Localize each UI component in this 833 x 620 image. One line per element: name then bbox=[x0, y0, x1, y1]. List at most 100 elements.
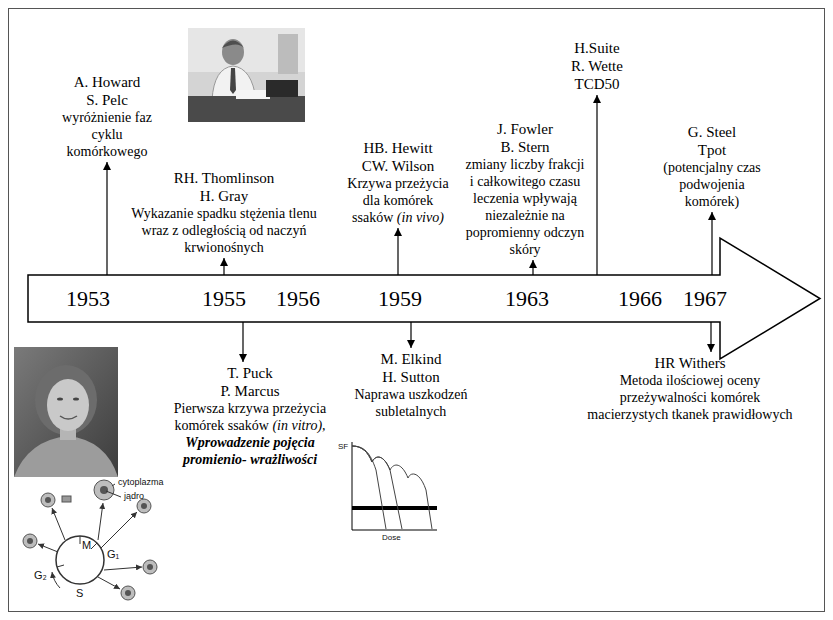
cycle-arrow bbox=[52, 572, 60, 588]
author-name: H. Sutton bbox=[382, 369, 440, 385]
year-label: 1967 bbox=[683, 275, 727, 322]
photo-window bbox=[278, 34, 298, 74]
author-name: HR Withers bbox=[654, 355, 725, 371]
phase-tick bbox=[80, 536, 81, 544]
threshold-line bbox=[352, 506, 437, 510]
photo-ground bbox=[188, 28, 305, 122]
cell-nucleus bbox=[100, 486, 108, 494]
text-line: G. Steel bbox=[657, 123, 768, 141]
text-line: R. Wette bbox=[554, 57, 640, 75]
cell bbox=[137, 499, 151, 513]
key-concept: Wprowadzenie pojęcia promienio- wrażliwo… bbox=[183, 435, 317, 467]
photo-eye bbox=[57, 397, 63, 400]
text-line: Tpot bbox=[657, 141, 768, 159]
photo-typewriter bbox=[266, 80, 298, 97]
event-description: wyróżnienie faz cyklu komórkowego bbox=[62, 110, 152, 159]
cell-nucleus bbox=[27, 538, 33, 544]
author-name: Tpot bbox=[698, 142, 726, 158]
latin-term: (in vivo) bbox=[397, 210, 444, 225]
phase-label: S bbox=[76, 588, 83, 599]
year-label: 1963 bbox=[505, 275, 549, 322]
year-label: 1956 bbox=[276, 275, 320, 322]
cycle-arrow bbox=[38, 544, 58, 552]
text-line: A. Howard bbox=[54, 73, 160, 91]
phase-tick bbox=[91, 543, 97, 549]
timeline-arrow-shape bbox=[28, 238, 820, 360]
survival-curve bbox=[352, 446, 386, 529]
photo-desk bbox=[188, 96, 305, 122]
survival-curve-chart bbox=[352, 442, 437, 530]
event-description: Wykazanie spadku stężenia tlenu wraz z o… bbox=[131, 206, 316, 255]
cycle-arrow bbox=[104, 567, 142, 570]
author-name: R. Wette bbox=[571, 58, 623, 74]
text-line: J. Fowler bbox=[464, 120, 586, 138]
author-name: T. Puck bbox=[227, 365, 273, 381]
chart-axes bbox=[352, 442, 437, 530]
event-block: HB. HewittCW. WilsonKrzywa przeżycia dla… bbox=[335, 137, 461, 228]
text-line: (potencjalny czas podwojenia komórek) bbox=[657, 159, 768, 210]
cell-nucleus bbox=[125, 590, 131, 596]
text-line: M. Elkind bbox=[353, 350, 469, 368]
text-line: S. Pelc bbox=[54, 91, 160, 109]
text-line: wyróżnienie faz cyklu komórkowego bbox=[54, 109, 160, 160]
cycle-arrow bbox=[52, 508, 65, 540]
cell bbox=[94, 480, 114, 500]
author-name: TCD50 bbox=[575, 76, 620, 92]
text-line: Pierwsza krzywa przeżycia komórek ssaków… bbox=[169, 400, 331, 434]
author-name: B. Stern bbox=[500, 139, 549, 155]
text-line: Naprawa uszkodzeń subletalnych bbox=[353, 386, 469, 420]
author-name: J. Fowler bbox=[497, 121, 553, 137]
cell-nucleus bbox=[45, 497, 51, 503]
event-block: HR WithersMetoda ilościowej oceny przeży… bbox=[577, 352, 803, 425]
event-description: Krzywa przeżycia dla komórek ssaków bbox=[347, 176, 448, 225]
author-name: RH. Thomlinson bbox=[174, 170, 275, 186]
text-line: TCD50 bbox=[554, 75, 640, 93]
author-name: P. Marcus bbox=[220, 383, 279, 399]
cell-part-label: jądro bbox=[124, 492, 144, 501]
year-label: 1953 bbox=[66, 275, 110, 322]
cell-nucleus bbox=[147, 564, 153, 570]
text-line: H. Gray bbox=[119, 187, 330, 205]
phase-tick bbox=[57, 565, 64, 567]
axis-label: Dose bbox=[382, 534, 401, 542]
author-name: G. Steel bbox=[688, 124, 736, 140]
event-block: T. PuckP. MarcusPierwsza krzywa przeżyci… bbox=[167, 362, 333, 470]
photo-smile bbox=[60, 416, 77, 419]
text-line: H.Suite bbox=[554, 39, 640, 57]
text-line: Wykazanie spadku stężenia tlenu wraz z o… bbox=[119, 205, 330, 256]
phase-label: G₂ bbox=[34, 570, 47, 581]
text-line: T. Puck bbox=[169, 364, 331, 382]
author-name: M. Elkind bbox=[381, 351, 442, 367]
axis-label: SF bbox=[338, 443, 348, 451]
phase-label: G₁ bbox=[107, 549, 119, 560]
event-block: RH. ThomlinsonH. GrayWykazanie spadku st… bbox=[117, 167, 332, 258]
cell bbox=[23, 534, 37, 548]
author-name: HB. Hewitt bbox=[363, 140, 432, 156]
event-description: Pierwsza krzywa przeżycia komórek ssaków bbox=[174, 401, 326, 433]
photo-face bbox=[47, 379, 89, 431]
event-description: Metoda ilościowej oceny przeżywalności k… bbox=[587, 373, 792, 422]
timeline-pointer bbox=[410, 322, 411, 348]
year-label: 1955 bbox=[202, 275, 246, 322]
latin-term: (in vitro), bbox=[272, 418, 325, 433]
leader-line bbox=[106, 491, 121, 497]
checkpoint-mark bbox=[62, 496, 71, 502]
timeline-pointer bbox=[397, 228, 398, 275]
author-name: CW. Wilson bbox=[362, 158, 435, 174]
year-label: 1966 bbox=[618, 275, 662, 322]
text-line: Krzywa przeżycia dla komórek ssaków(in v… bbox=[337, 175, 459, 226]
photo-shoulders bbox=[14, 436, 118, 477]
text-line: Wprowadzenie pojęcia promienio- wrażliwo… bbox=[169, 434, 331, 468]
timeline-pointer bbox=[710, 322, 711, 352]
author-name: H.Suite bbox=[574, 40, 619, 56]
year-label: 1959 bbox=[378, 275, 422, 322]
figure-frame bbox=[9, 9, 825, 612]
phase-label: M bbox=[82, 540, 91, 551]
event-description: zmiany liczby frakcji i całkowitego czas… bbox=[466, 157, 585, 257]
cell-part-label: cytoplazma bbox=[118, 478, 164, 487]
event-block: G. SteelTpot(potencjalny czas podwojenia… bbox=[655, 121, 770, 212]
photo-head bbox=[222, 39, 244, 65]
